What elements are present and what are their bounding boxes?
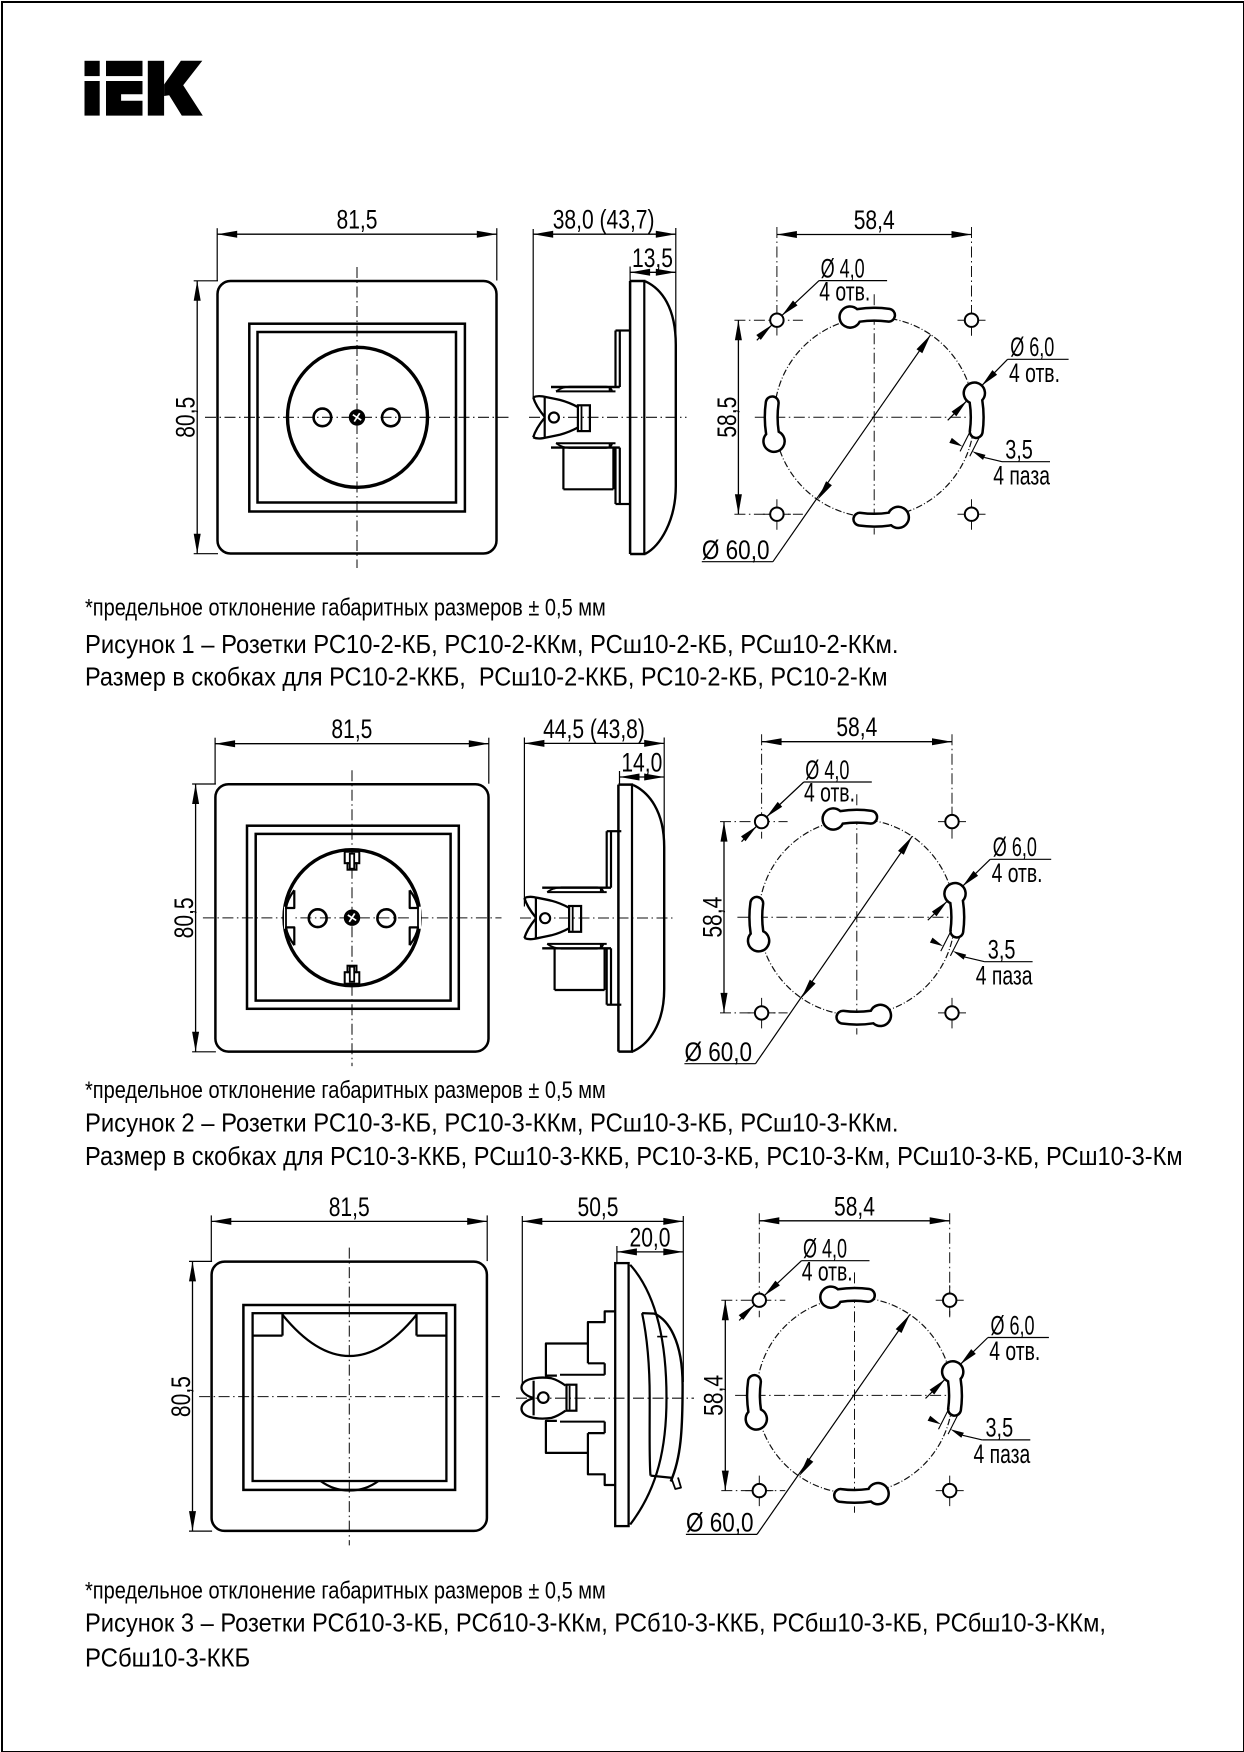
svg-text:3,5: 3,5 <box>1005 435 1033 464</box>
svg-text:58,4: 58,4 <box>854 206 895 236</box>
svg-text:Рисунок 2 – Розетки РС10-3-КБ,: Рисунок 2 – Розетки РС10-3-КБ, РС10-3-КК… <box>85 1108 898 1137</box>
svg-text:4 отв.: 4 отв. <box>804 778 855 808</box>
svg-text:Ø 60,0: Ø 60,0 <box>685 1038 753 1067</box>
svg-text:58,4: 58,4 <box>698 897 728 938</box>
svg-text:РСбш10-3-ККБ: РСбш10-3-ККБ <box>85 1644 250 1673</box>
svg-text:3,5: 3,5 <box>986 1413 1014 1442</box>
svg-text:80,5: 80,5 <box>170 897 200 938</box>
svg-text:81,5: 81,5 <box>329 1192 370 1222</box>
svg-text:Ø 6,0: Ø 6,0 <box>991 1310 1035 1340</box>
svg-text:Рисунок 3 – Розетки РСб10-3-КБ: Рисунок 3 – Розетки РСб10-3-КБ, РСб10-3-… <box>85 1608 1106 1637</box>
svg-text:*предельное отклонение габарит: *предельное отклонение габаритных размер… <box>85 1577 606 1604</box>
svg-text:38,0 (43,7): 38,0 (43,7) <box>553 205 655 235</box>
svg-text:4 отв.: 4 отв. <box>1009 358 1060 388</box>
svg-text:44,5 (43,8): 44,5 (43,8) <box>543 714 645 744</box>
svg-text:81,5: 81,5 <box>331 715 372 745</box>
svg-text:4 паза: 4 паза <box>974 1439 1031 1469</box>
svg-text:Ø 4,0: Ø 4,0 <box>803 1233 847 1263</box>
svg-text:13,5: 13,5 <box>632 243 673 273</box>
svg-text:4 паза: 4 паза <box>993 461 1050 491</box>
svg-text:80,5: 80,5 <box>166 1376 196 1417</box>
svg-text:58,5: 58,5 <box>712 397 742 438</box>
svg-text:58,4: 58,4 <box>836 713 877 743</box>
svg-text:Размер в скобках для РС10-3-КК: Размер в скобках для РС10-3-ККБ, РСш10-3… <box>85 1143 1183 1171</box>
svg-text:58,4: 58,4 <box>834 1192 875 1222</box>
svg-text:Ø 4,0: Ø 4,0 <box>805 754 849 784</box>
svg-text:20,0: 20,0 <box>630 1223 671 1253</box>
svg-text:4 паза: 4 паза <box>976 961 1033 991</box>
svg-text:*предельное отклонение габарит: *предельное отклонение габаритных размер… <box>85 594 606 621</box>
svg-text:58,4: 58,4 <box>699 1375 729 1416</box>
svg-text:14,0: 14,0 <box>621 748 662 778</box>
svg-text:Ø 6,0: Ø 6,0 <box>993 832 1037 862</box>
svg-text:*предельное отклонение габарит: *предельное отклонение габаритных размер… <box>85 1076 606 1103</box>
svg-text:4 отв.: 4 отв. <box>989 1336 1040 1366</box>
svg-text:4 отв.: 4 отв. <box>992 858 1043 888</box>
svg-text:Ø 60,0: Ø 60,0 <box>702 536 770 565</box>
svg-text:4 отв.: 4 отв. <box>802 1256 853 1286</box>
svg-text:Ø 60,0: Ø 60,0 <box>686 1509 754 1538</box>
svg-text:81,5: 81,5 <box>337 205 378 235</box>
svg-text:80,5: 80,5 <box>171 397 201 438</box>
svg-text:4 отв.: 4 отв. <box>819 276 870 306</box>
svg-text:3,5: 3,5 <box>988 935 1016 964</box>
svg-text:Размер в скобках для РС10-2-КК: Размер в скобках для РС10-2-ККБ, РСш10-2… <box>85 664 888 692</box>
svg-text:Рисунок 1 – Розетки РС10-2-КБ,: Рисунок 1 – Розетки РС10-2-КБ, РС10-2-КК… <box>85 630 898 659</box>
svg-text:Ø 4,0: Ø 4,0 <box>821 253 865 283</box>
svg-text:50,5: 50,5 <box>578 1192 619 1222</box>
svg-text:Ø 6,0: Ø 6,0 <box>1010 332 1054 362</box>
